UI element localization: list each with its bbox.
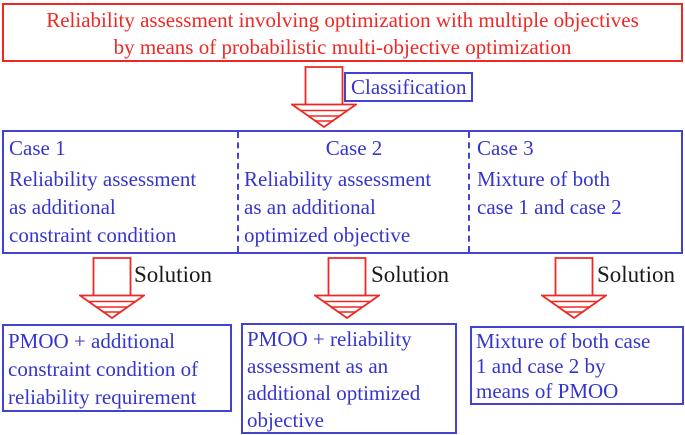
solution-label-2: Solution	[371, 262, 449, 287]
result-box-1: PMOO + additional constraint condition o…	[2, 324, 232, 412]
case-1-panel: Case 1 Reliability assessment as additio…	[9, 135, 233, 249]
case-2-panel: Case 2 Reliability assessment as an addi…	[244, 135, 464, 249]
cases-box: Case 1 Reliability assessment as additio…	[2, 130, 683, 254]
result-box-3: Mixture of both case 1 and case 2 by mea…	[470, 326, 684, 405]
result-box-2: PMOO + reliability assessment as an addi…	[241, 323, 457, 434]
case-3-panel: Case 3 Mixture of both case 1 and case 2	[477, 135, 681, 221]
case-1-heading: Case 1	[9, 136, 66, 160]
case-2-body: Reliability assessment as an additional …	[244, 167, 432, 247]
case-3-heading: Case 3	[477, 136, 534, 160]
case-divider	[468, 132, 470, 252]
classification-label: Classification	[344, 72, 474, 102]
diagram-title: Reliability assessment involving optimiz…	[46, 8, 639, 59]
case-2-heading: Case 2	[325, 136, 383, 160]
case-divider	[237, 132, 239, 252]
solution-label-3: Solution	[597, 262, 675, 287]
case-1-body: Reliability assessment as additional con…	[9, 167, 197, 247]
case-3-body: Mixture of both case 1 and case 2	[477, 167, 622, 219]
solution-label-1: Solution	[134, 262, 212, 287]
title-box: Reliability assessment involving optimiz…	[2, 3, 683, 62]
